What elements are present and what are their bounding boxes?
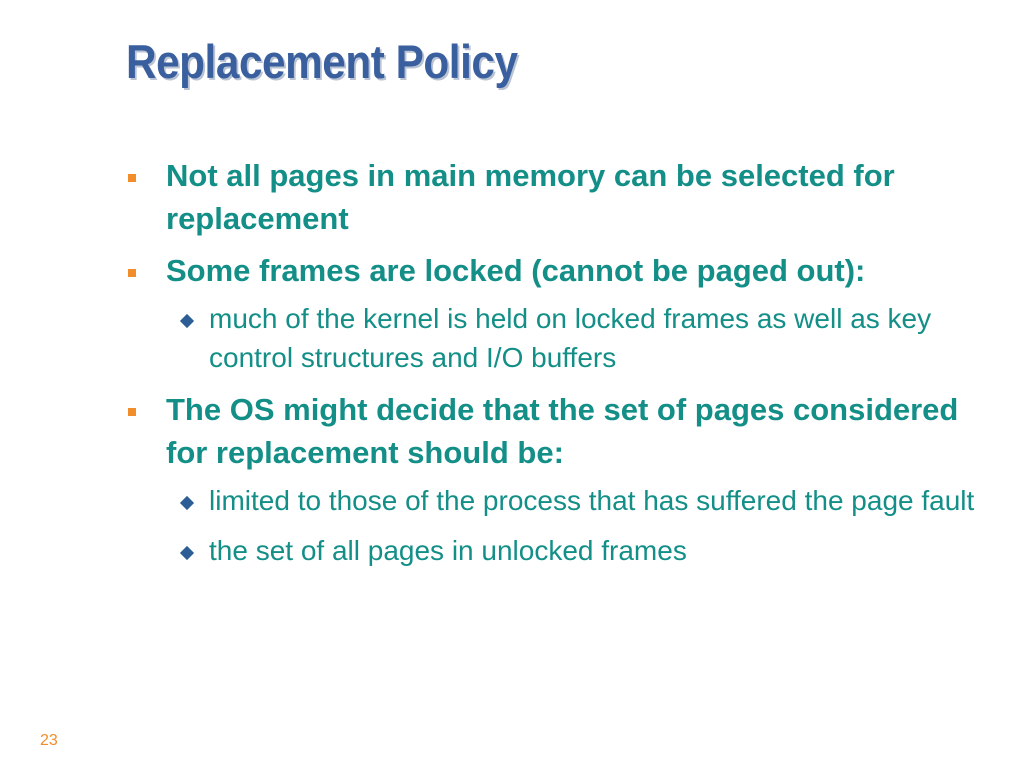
bullet-text: Some frames are locked (cannot be paged … (166, 253, 866, 288)
square-bullet-icon (128, 174, 136, 182)
sub-bullet-list: limited to those of the process that has… (120, 481, 1000, 570)
sub-bullet-item: limited to those of the process that has… (120, 481, 1000, 520)
bullet-item: The OS might decide that the set of page… (120, 388, 1000, 474)
bullet-item: Some frames are locked (cannot be paged … (120, 249, 1000, 292)
diamond-bullet-icon (179, 495, 195, 511)
bullet-text: The OS might decide that the set of page… (166, 392, 959, 470)
sub-bullet-item: much of the kernel is held on locked fra… (120, 299, 1000, 377)
square-bullet-icon (128, 269, 136, 277)
diamond-bullet-icon (179, 313, 195, 329)
bullet-item: Not all pages in main memory can be sele… (120, 154, 1000, 240)
slide-number: 23 (40, 732, 58, 749)
sub-bullet-item: the set of all pages in unlocked frames (120, 531, 1000, 570)
slide-content: Not all pages in main memory can be sele… (120, 154, 1000, 581)
sub-bullet-list: much of the kernel is held on locked fra… (120, 299, 1000, 377)
slide-title: Replacement Policy (126, 35, 518, 88)
diamond-bullet-icon (179, 545, 195, 561)
bullet-text: Not all pages in main memory can be sele… (166, 158, 895, 236)
square-bullet-icon (128, 408, 136, 416)
sub-bullet-text: the set of all pages in unlocked frames (209, 535, 687, 566)
sub-bullet-text: limited to those of the process that has… (209, 485, 975, 516)
sub-bullet-text: much of the kernel is held on locked fra… (209, 303, 932, 373)
